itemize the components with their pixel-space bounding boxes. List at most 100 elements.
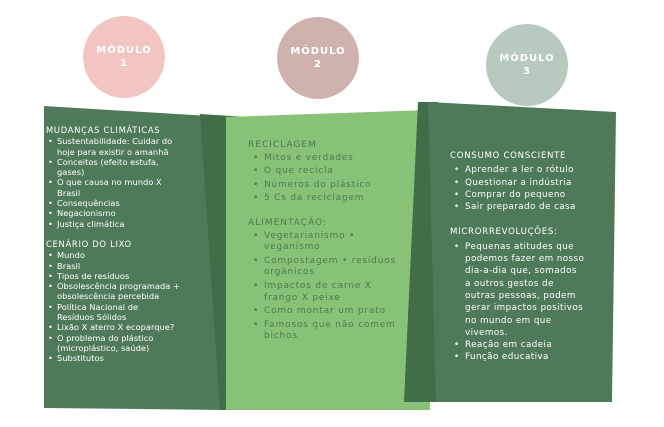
module-1-label: MÓDULO [96, 45, 152, 56]
list-item-line: Vegetarianismo • [264, 230, 356, 241]
recycling-topic-list: Mitos e verdades O que reciclaNúmeros do … [248, 153, 396, 205]
list-item-line: Consequências [57, 198, 120, 209]
microrevolutions-topic-list: Pequenas atitudes que podemos fazer em no… [450, 241, 584, 364]
list-item-line: Obsolescência programada + [57, 281, 180, 292]
list-item-line: podemos fazer em nosso [465, 254, 585, 265]
list-item-line: Conceitos (efeito estufa, [57, 156, 159, 167]
list-item-line: Pequenas atitudes que [465, 241, 574, 252]
list-item-line: O que recicla [264, 166, 334, 177]
list-item-line: 5 Cs da reciclagem [264, 193, 365, 204]
section-title-microrevolutions: MICRORREVOLUÇÕES: [450, 227, 558, 238]
list-item-line: Função educativa [465, 352, 549, 363]
list-item-line: Negacionismo [57, 208, 116, 219]
list-item-line: Questionar a indústria [465, 177, 572, 188]
list-item: Função educativa [450, 351, 584, 364]
list-item: Reação em cadeia [450, 339, 584, 352]
list-item-line: O que causa no mundo X [57, 177, 162, 188]
food-topic-list: Vegetarianismo •veganismoCompostagem • r… [248, 231, 396, 343]
list-item-line: Reação em cadeia [465, 340, 553, 351]
list-item: Justiça climática [46, 218, 180, 230]
list-item-line: Justiça climática [57, 218, 125, 229]
list-item: Tipos de resíduos [46, 270, 180, 282]
list-item: Sair preparado de casa [450, 201, 584, 214]
list-item-line: Política Nacional de [57, 301, 139, 312]
list-item-line: Números do plástico [264, 179, 372, 190]
list-item-line: orgânicos [264, 267, 315, 278]
waste-topic-list: MundoBrasilTipos de resíduosObsolescênci… [46, 250, 180, 364]
list-item: O problema do plástico(microplástico, sa… [46, 333, 180, 354]
list-item-line: Brasil [57, 187, 81, 198]
list-item: Números do plástico [248, 180, 396, 192]
list-item-line: gerar impactos positivos [465, 303, 584, 314]
list-item: 5 Cs da reciclagem [248, 193, 396, 205]
list-item-line: Famosos que não comem [264, 319, 396, 330]
list-item-line: (microplástico, saúde) [57, 342, 150, 353]
list-item: O que recicla [248, 166, 396, 178]
module-3-label: MÓDULO [499, 53, 555, 64]
list-item-line: a outros gestos de [465, 278, 554, 289]
list-item-line: Como montar um prato [264, 306, 386, 317]
list-item-line: frango X peixe [264, 292, 341, 303]
list-item-line: Aprender a ler o rótulo [465, 165, 574, 176]
list-item-line: veganismo [264, 242, 321, 253]
list-item-line: Comprar do pequeno [465, 189, 566, 200]
list-item-line: Sair preparado de casa [465, 202, 576, 213]
list-item: Aprender a ler o rótulo [450, 164, 584, 177]
list-item: Obsolescência programada +obsolescência … [46, 281, 180, 302]
list-item-line: Impactos de carne X [264, 280, 372, 291]
list-item: Consequências [46, 198, 180, 209]
list-item: Conceitos (efeito estufa,gases) [46, 157, 180, 178]
panel-module-1: MUDANÇAS CLIMÁTICAS Sustentabilidade: Cu… [46, 125, 180, 364]
panel-module-2: RECICLAGEM Mitos e verdades O que recicla… [248, 140, 396, 345]
list-item-line: Lixão X aterro X ecoparque? [57, 322, 175, 333]
list-item: Lixão X aterro X ecoparque? [46, 322, 180, 333]
list-item-line: outras pessoas, podem [465, 290, 576, 301]
module-2-number: 2 [314, 59, 322, 70]
panel-module-3: CONSUMO CONSCIENTE Aprender a ler o rótu… [450, 150, 584, 364]
list-item: Comprar do pequeno [450, 189, 584, 202]
list-item-line: vivemos. [465, 327, 508, 338]
module-1-circle: MÓDULO 1 [83, 16, 165, 98]
module-2-label: MÓDULO [290, 46, 346, 57]
module-3-number: 3 [523, 66, 531, 77]
list-item-line: Brasil [57, 260, 81, 271]
section-title-consumption: CONSUMO CONSCIENTE [450, 151, 567, 161]
list-item-line: hoje para existir o amanhã [57, 146, 169, 157]
list-item: Negacionismo [46, 208, 180, 219]
list-item: Como montar um prato [248, 306, 396, 318]
list-item: Pequenas atitudes que podemos fazer em no… [450, 241, 584, 339]
section-title-waste: CENÁRIO DO LIXO [46, 238, 132, 249]
list-item: Substitutos [46, 353, 180, 364]
list-item: Mundo [46, 250, 180, 261]
list-item-line: gases) [57, 167, 85, 178]
section-title-recycling: RECICLAGEM [248, 140, 317, 150]
list-item: Questionar a indústria [450, 177, 584, 190]
list-item-line: Sustentabilidade: Cuidar do [57, 136, 173, 147]
list-item-line: obsolescência percebida [57, 291, 160, 302]
list-item-line: Resíduos Sólidos [57, 312, 127, 323]
list-item-line: Tipos de resíduos [57, 270, 130, 281]
module-2-circle: MÓDULO 2 [277, 17, 359, 99]
list-item-line: no mundo em que [465, 315, 552, 326]
list-item: Mitos e verdades [248, 153, 396, 165]
list-item-line: Compostagem • resíduos [264, 255, 396, 266]
module-3-circle: MÓDULO 3 [486, 24, 568, 106]
list-item-line: bichos [264, 331, 298, 342]
list-item: Vegetarianismo •veganismo [248, 231, 396, 254]
list-item-line: Mundo [57, 250, 86, 261]
list-item-line: Substitutos [57, 353, 104, 364]
list-item-line: O problema do plástico [57, 332, 154, 343]
list-item: Brasil [46, 260, 180, 272]
module-1-number: 1 [120, 58, 128, 69]
list-item-line: Mitos e verdades [264, 152, 354, 163]
list-item-line: dia-a-dia que, somados [465, 266, 577, 277]
consumption-topic-list: Aprender a ler o rótuloQuestionar a indú… [450, 164, 584, 213]
